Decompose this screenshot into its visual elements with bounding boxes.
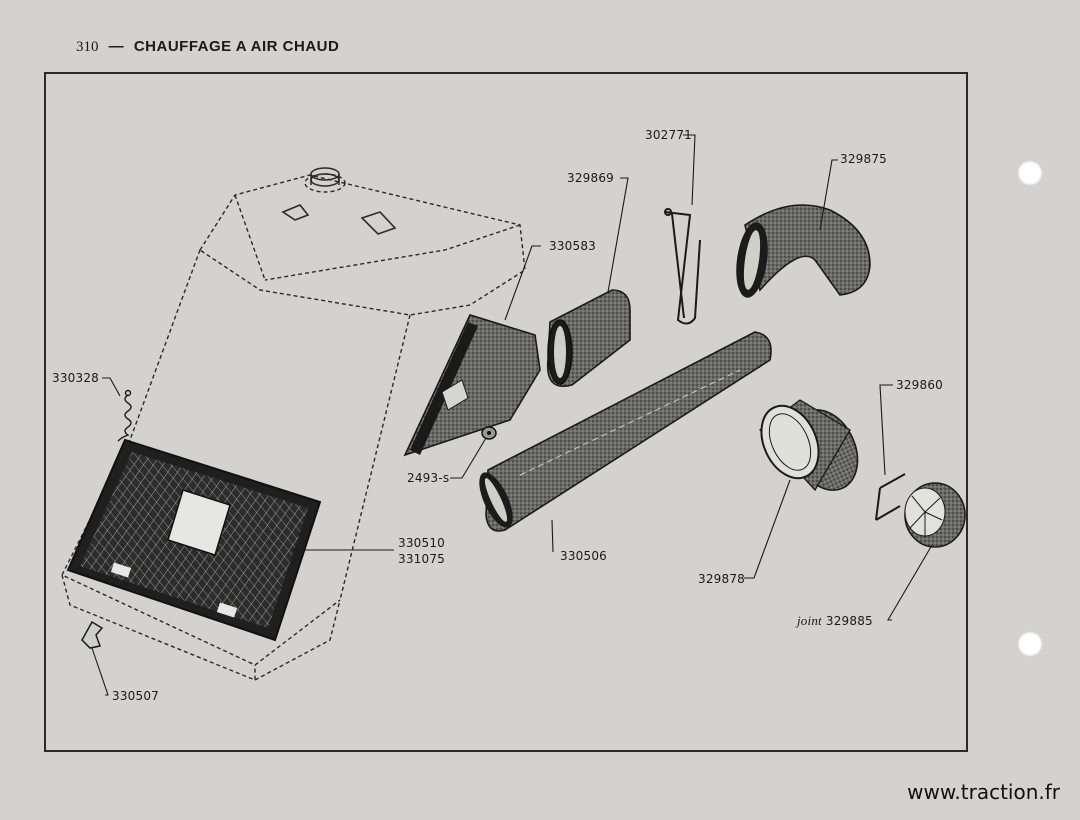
- page-number: 310: [76, 39, 99, 55]
- housing-emboss-logos: [281, 204, 397, 235]
- page-header: 310 — CHAUFFAGE A AIR CHAUD: [76, 38, 339, 56]
- part-label-330510: 330510: [398, 536, 446, 550]
- nut-part: [481, 426, 497, 440]
- part-label-329885: joint 329885: [797, 613, 873, 629]
- collar-329878: [759, 399, 859, 492]
- part-label-330328: 330328: [52, 371, 100, 385]
- binder-hole-top: [1017, 160, 1043, 186]
- joint-prefix: joint: [797, 613, 822, 628]
- long-duct-330506: [479, 331, 772, 532]
- vent-329860: [875, 473, 966, 548]
- elbow-hose-329875: [736, 204, 871, 298]
- part-label-331075: 331075: [398, 552, 446, 566]
- part-label-302771: 302771: [645, 128, 693, 142]
- diagram-frame: [44, 72, 968, 752]
- part-label-329875: 329875: [840, 152, 888, 166]
- filter-grille: [66, 438, 322, 642]
- clip-part: [81, 620, 104, 649]
- page-title: CHAUFFAGE A AIR CHAUD: [133, 38, 340, 55]
- part-label-330506: 330506: [560, 549, 608, 563]
- part-label-329869: 329869: [567, 171, 615, 185]
- air-duct-330583: [403, 314, 541, 457]
- part-number-329885: 329885: [825, 614, 873, 628]
- part-label-2493-s: 2493-s: [407, 471, 450, 485]
- hose-clamp-302771: [664, 208, 701, 325]
- part-label-330583: 330583: [549, 239, 597, 253]
- rubber-sleeve-329869: [546, 289, 631, 387]
- binder-hole-bottom: [1017, 631, 1043, 657]
- website-watermark: www.traction.fr: [907, 780, 1060, 804]
- spring-part: [117, 389, 132, 442]
- leader-lines: [91, 134, 933, 696]
- header-separator: —: [108, 38, 124, 55]
- part-label-329878: 329878: [698, 572, 746, 586]
- heater-filler-cap: [310, 167, 340, 187]
- heater-housing: [61, 173, 526, 682]
- part-label-329860: 329860: [896, 378, 944, 392]
- part-label-330507: 330507: [112, 689, 160, 703]
